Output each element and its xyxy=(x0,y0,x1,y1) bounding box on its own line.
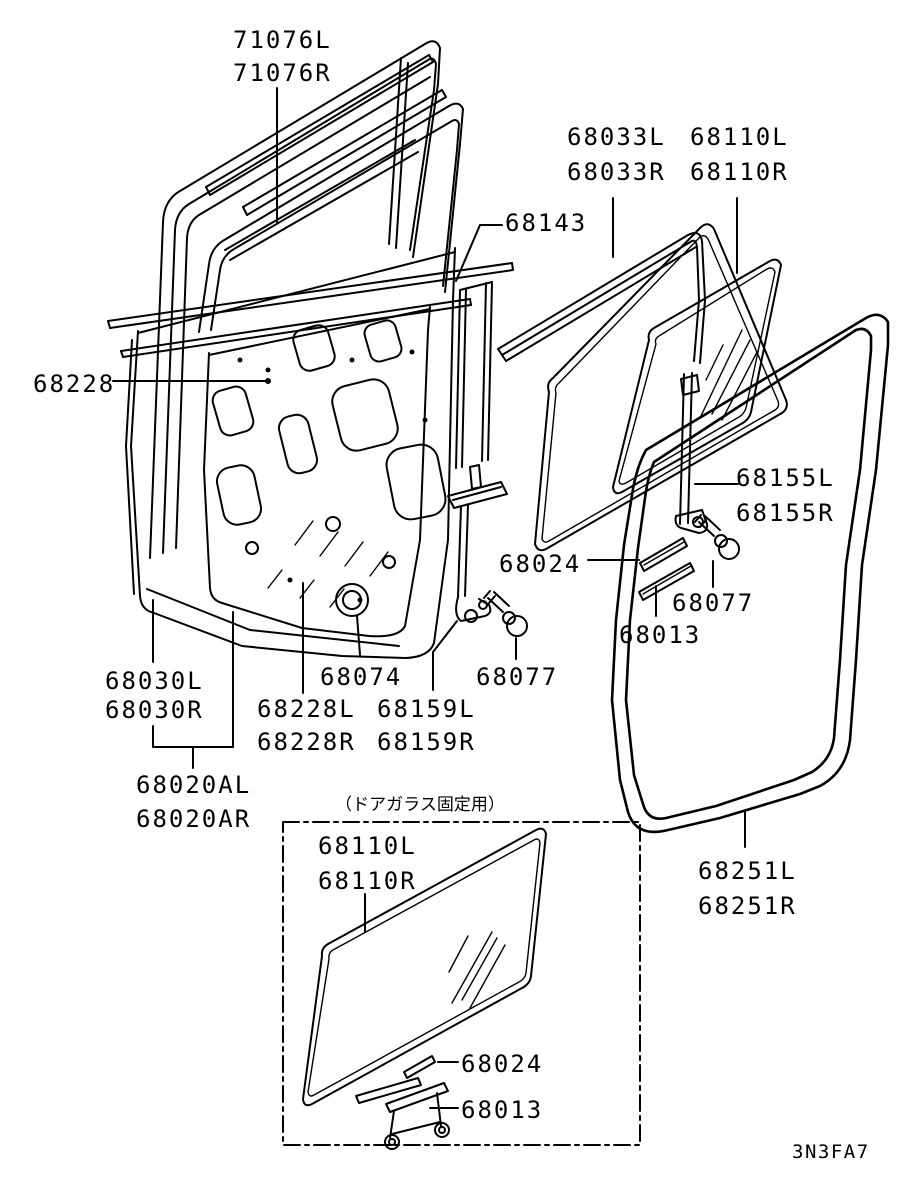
box-label-68024: 68024 xyxy=(461,1050,543,1078)
glass-hatch-marks xyxy=(699,329,758,421)
fixed-glass-68110 xyxy=(612,258,782,495)
box-label-68110R: 68110R xyxy=(318,867,417,895)
panel-vent-slashes xyxy=(267,520,389,608)
door-assembly xyxy=(107,40,514,659)
label-68110R-top: 68110R xyxy=(690,158,789,186)
label-68033L: 68033L xyxy=(567,123,666,151)
belt-moulding-strips xyxy=(107,262,514,358)
label-68020AL: 68020AL xyxy=(136,771,251,799)
box-leader-lines xyxy=(364,893,459,1109)
label-68030R: 68030R xyxy=(105,696,204,724)
box-label-68110L: 68110L xyxy=(318,832,417,860)
label-68155R: 68155R xyxy=(736,499,835,527)
inset-box-group xyxy=(282,821,641,1150)
bolt-68077-left xyxy=(483,590,528,637)
box-caption: （ドアガラス固定用） xyxy=(335,795,505,815)
glass-stabilizer-strips-68024 xyxy=(638,537,695,601)
box-label-68013: 68013 xyxy=(461,1096,543,1124)
label-68110L-top: 68110L xyxy=(690,123,789,151)
part-labels: 71076L 71076R 68033L 68033R 68110L 68110… xyxy=(33,26,870,1163)
label-68251L: 68251L xyxy=(698,857,797,885)
label-68077-right: 68077 xyxy=(672,589,754,617)
inset-box-border xyxy=(282,821,641,1146)
door-glass-large xyxy=(534,223,788,552)
plug-68074 xyxy=(335,583,369,617)
leader-lines xyxy=(112,87,746,848)
label-71076L: 71076L xyxy=(233,26,332,54)
label-68159L: 68159L xyxy=(377,695,476,723)
box-glass-hatch-marks xyxy=(448,931,506,1009)
box-fixed-glass-68110 xyxy=(302,827,547,1107)
label-68013-mid: 68013 xyxy=(619,621,701,649)
window-frame-front xyxy=(198,57,464,333)
box-strips-68024 xyxy=(355,1055,436,1104)
glass-run-68033 xyxy=(497,232,706,364)
label-68033R: 68033R xyxy=(567,158,666,186)
label-68228: 68228 xyxy=(33,370,115,398)
door-outer-panel xyxy=(125,247,456,659)
sash-bracket-68159 xyxy=(455,504,492,623)
label-68159R: 68159R xyxy=(377,728,476,756)
label-68074: 68074 xyxy=(320,663,402,691)
label-68228R: 68228R xyxy=(257,728,356,756)
weatherstrip-68251 xyxy=(610,313,890,834)
box-bracket-68013 xyxy=(384,1082,450,1150)
window-frame-rear xyxy=(149,40,441,559)
label-68251R: 68251R xyxy=(698,892,797,920)
label-68024-mid: 68024 xyxy=(499,550,581,578)
drawing-code: 3N3FA7 xyxy=(792,1141,870,1163)
label-68077-left: 68077 xyxy=(476,663,558,691)
division-bar-68155 xyxy=(674,372,709,534)
channel-68143 xyxy=(447,281,508,509)
label-68020AR: 68020AR xyxy=(136,805,251,833)
label-68228L: 68228L xyxy=(257,695,356,723)
label-68155L: 68155L xyxy=(736,464,835,492)
door-inner-panel xyxy=(203,306,447,638)
bolt-68077-right xyxy=(694,514,740,560)
label-71076R: 71076R xyxy=(233,59,332,87)
label-68143: 68143 xyxy=(505,209,587,237)
label-68030L: 68030L xyxy=(105,667,204,695)
